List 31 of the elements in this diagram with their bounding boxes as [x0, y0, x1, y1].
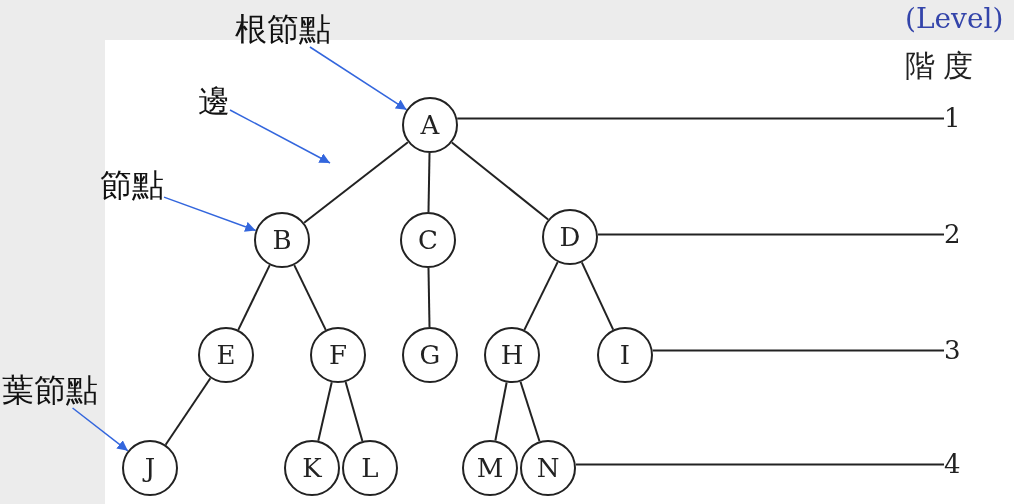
- level-line: [596, 233, 945, 236]
- level-heading: (Level): [905, 2, 1004, 35]
- tree-edge: [580, 261, 615, 331]
- level-number: 3: [944, 336, 961, 365]
- level-number: 2: [944, 220, 961, 249]
- leader-arrow: [229, 109, 331, 164]
- level-heading-chinese: 階度: [905, 47, 981, 85]
- level-line: [574, 463, 945, 466]
- annotation-text: 邊: [198, 84, 230, 120]
- annotation-text: 根節點: [235, 12, 331, 48]
- tree-edge: [303, 141, 409, 224]
- annotation-text: 葉節點: [2, 373, 98, 409]
- annotation-text: 節點: [100, 168, 164, 204]
- leader-arrow: [163, 196, 257, 232]
- tree-edge: [317, 381, 333, 442]
- tree-edge: [519, 380, 541, 443]
- tree-edge: [164, 377, 212, 446]
- tree-edge: [427, 267, 431, 328]
- level-number: 4: [944, 450, 961, 479]
- level-line: [456, 117, 945, 120]
- level-line: [651, 349, 945, 352]
- tree-edge: [450, 141, 550, 221]
- tree-edge: [427, 152, 431, 213]
- tree-edge: [523, 261, 559, 331]
- tree-edge: [344, 380, 364, 443]
- leader-arrow: [71, 407, 129, 452]
- tree-edge: [494, 381, 508, 442]
- tree-edge: [293, 264, 327, 331]
- leader-arrow: [309, 46, 408, 111]
- level-number: 1: [944, 104, 961, 133]
- tree-edge: [237, 264, 271, 331]
